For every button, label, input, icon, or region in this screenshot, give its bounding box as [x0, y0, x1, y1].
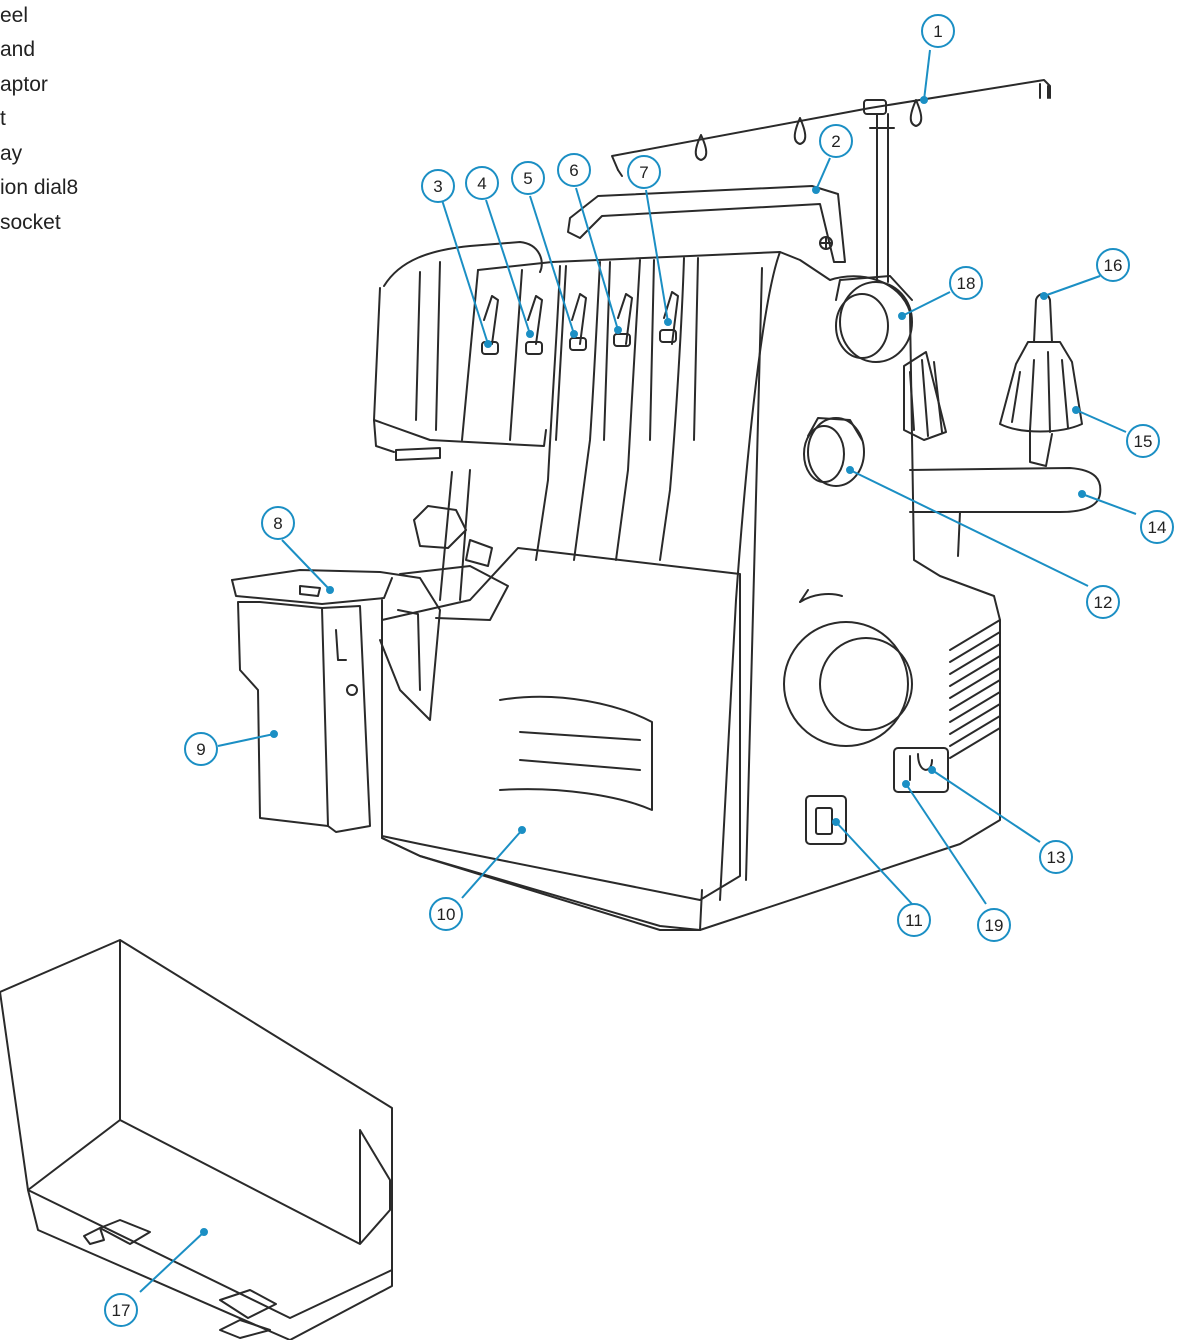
callout-number: 6 — [569, 161, 578, 180]
callout-number: 9 — [196, 740, 205, 759]
callout-number: 15 — [1134, 432, 1153, 451]
tension-guides — [481, 291, 679, 355]
legend-line-4: t — [0, 107, 6, 130]
callout-4: 4 — [465, 166, 499, 200]
callout-circle — [1039, 840, 1073, 874]
callout-circle — [897, 903, 931, 937]
callout-12: 12 — [1086, 585, 1120, 619]
legend-line-1: eel — [0, 4, 29, 27]
legend-line-3: aptor — [0, 73, 48, 96]
callout-circle — [819, 124, 853, 158]
callout-number: 19 — [985, 916, 1004, 935]
callout-14: 14 — [1140, 510, 1174, 544]
callout-10: 10 — [429, 897, 463, 931]
callout-circle — [977, 908, 1011, 942]
vents — [949, 619, 1001, 759]
callout-number: 12 — [1094, 593, 1113, 612]
thread-stand-antenna — [611, 79, 1051, 283]
callout-circle — [1126, 424, 1160, 458]
callout-number: 18 — [957, 274, 976, 293]
callout-2: 2 — [819, 124, 853, 158]
legend-line-2: and — [0, 38, 36, 61]
callout-number: 5 — [523, 169, 532, 188]
callout-number: 13 — [1047, 848, 1066, 867]
callout-circle — [921, 14, 955, 48]
callout-5: 5 — [511, 161, 545, 195]
callout-number: 8 — [273, 514, 282, 533]
callout-circle — [511, 161, 545, 195]
callout-3: 3 — [421, 169, 455, 203]
callout-9: 9 — [184, 732, 218, 766]
callout-11: 11 — [897, 903, 931, 937]
callout-6: 6 — [557, 153, 591, 187]
legend-line-5: ay — [0, 142, 23, 165]
callout-16: 16 — [1096, 248, 1130, 282]
callout-17: 17 — [104, 1293, 138, 1327]
callout-circle — [1096, 248, 1130, 282]
callout-circle — [429, 897, 463, 931]
callout-circle — [465, 166, 499, 200]
needle-plate — [231, 569, 441, 721]
callout-circle — [184, 732, 218, 766]
spool-stand — [909, 467, 1102, 513]
callout-circle — [627, 155, 661, 189]
callout-18: 18 — [949, 266, 983, 300]
leader-lines — [139, 49, 1137, 1293]
callout-number: 2 — [831, 132, 840, 151]
callout-15: 15 — [1126, 424, 1160, 458]
legend-line-6: ion dial8 — [0, 176, 79, 199]
callout-number: 3 — [433, 177, 442, 196]
callout-number: 1 — [933, 22, 942, 41]
callout-circle — [261, 506, 295, 540]
callout-8: 8 — [261, 506, 295, 540]
callout-circle — [421, 169, 455, 203]
callout-circle — [1086, 585, 1120, 619]
callout-number: 17 — [112, 1301, 131, 1320]
callout-circle — [104, 1293, 138, 1327]
callout-circle — [949, 266, 983, 300]
callout-1: 1 — [921, 14, 955, 48]
accessory-tray — [0, 939, 393, 1340]
callout-number: 7 — [639, 163, 648, 182]
callout-number: 10 — [437, 905, 456, 924]
carry-handle — [567, 185, 846, 263]
callout-circle — [1140, 510, 1174, 544]
callout-number: 16 — [1104, 256, 1123, 275]
machine-body — [381, 251, 1001, 931]
legend-line-7: socket — [0, 211, 61, 234]
callout-number: 4 — [477, 174, 486, 193]
callout-circle — [557, 153, 591, 187]
callout-7: 7 — [627, 155, 661, 189]
front-cover — [381, 547, 741, 901]
callout-number: 11 — [905, 911, 923, 930]
callout-13: 13 — [1039, 840, 1073, 874]
callout-number: 14 — [1148, 518, 1167, 537]
side-cover — [237, 601, 329, 827]
callout-19: 19 — [977, 908, 1011, 942]
